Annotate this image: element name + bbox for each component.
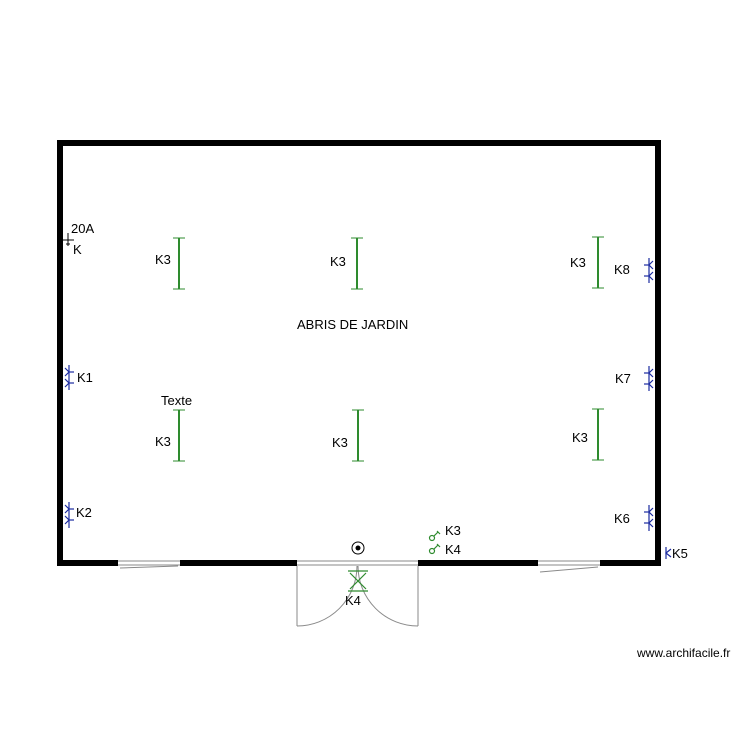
outlet-k5-label: K5 [672,546,688,561]
outlet-k6-label: K6 [614,511,630,526]
breaker-rating: 20A [71,221,94,236]
breaker-circuit: K [73,242,82,257]
outlet-icon [644,366,654,391]
breaker-icon [63,233,74,246]
shed-walls [57,140,661,566]
site-credit: www.archifacile.fr [636,646,730,660]
ceiling-light-4 [173,409,185,462]
outlet-k1-label: K1 [77,370,93,385]
outlet-icon [644,258,654,283]
ceiling-light-3 [592,236,604,289]
ceiling-light-label: K3 [570,255,586,270]
junction-icon [351,541,365,555]
ceiling-light-1 [173,237,185,290]
window-left [118,559,180,569]
ceiling-light-label: K3 [155,434,171,449]
window-right [538,559,600,573]
outlet-k7-label: K7 [615,371,631,386]
text-note: Texte [161,393,192,408]
ceiling-light-label: K3 [332,435,348,450]
outlet-k2-label: K2 [76,505,92,520]
ceiling-light-label: K3 [572,430,588,445]
outlet-icon [644,505,654,531]
ceiling-light-label: K3 [330,254,346,269]
ceiling-light-2 [351,237,363,290]
exterior-light-label: K4 [345,593,361,608]
ceiling-light-label: K3 [155,252,171,267]
ceiling-light-5 [352,409,364,462]
ceiling-light-6 [592,408,604,461]
outlet-icon [64,365,74,390]
room-name: ABRIS DE JARDIN [297,317,408,332]
switch-icon [428,543,441,555]
double-door [296,559,419,627]
switch-k4-label: K4 [445,542,461,557]
outlet-icon [665,547,672,559]
exterior-light-icon [348,570,368,592]
switch-k3-label: K3 [445,523,461,538]
outlet-icon [64,502,74,528]
outlet-k8-label: K8 [614,262,630,277]
switch-icon [428,530,441,542]
